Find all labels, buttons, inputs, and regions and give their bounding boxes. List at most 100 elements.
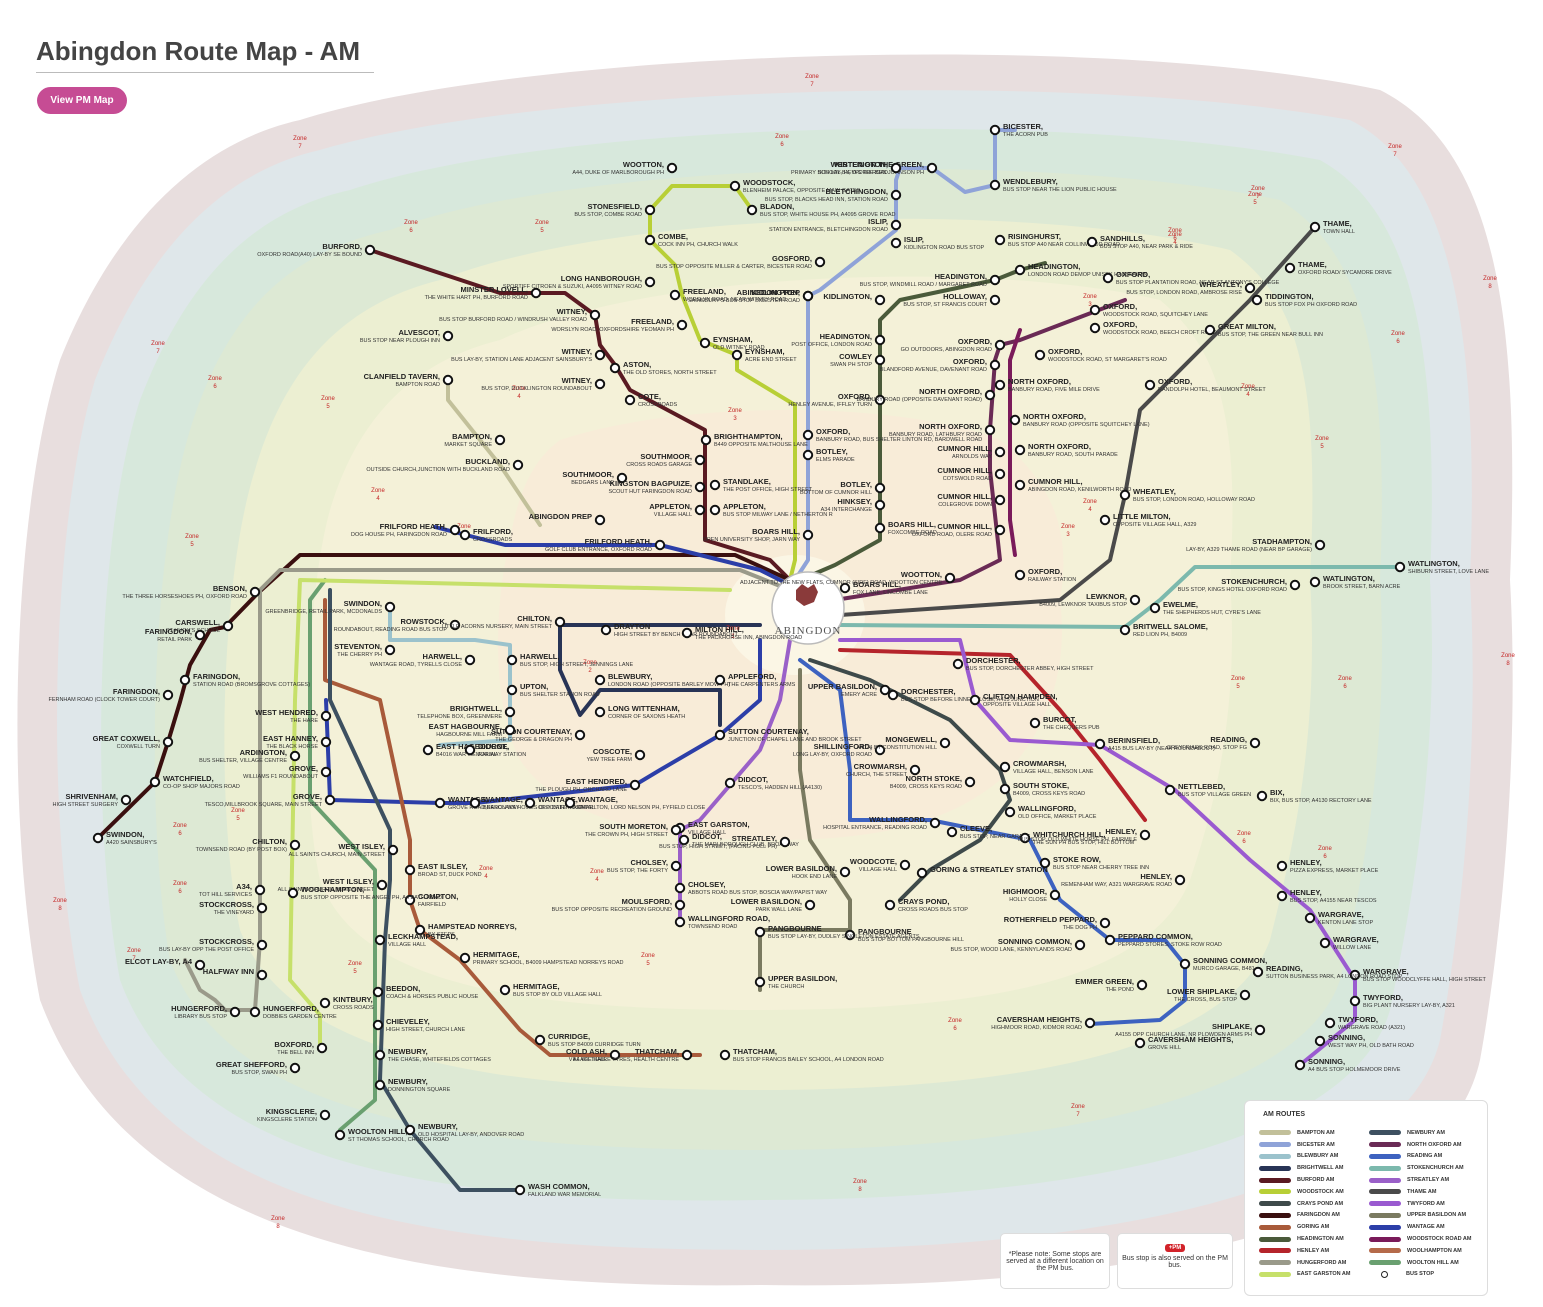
bus-stop[interactable]: HENLEY,PIZZA EXPRESS, MARKET PLACE bbox=[1276, 858, 1379, 874]
bus-stop[interactable]: CHOLSEY,BUS STOP, THE FORTY bbox=[607, 858, 682, 874]
bus-stop[interactable]: FRILFORD HEATH,GOLF CLUB ENTRANCE, OXFOR… bbox=[545, 537, 666, 553]
bus-stop[interactable]: LEWKNOR,B4009, LEWKNOR TAXIBUS STOP bbox=[1039, 592, 1141, 608]
bus-stop-marker[interactable] bbox=[554, 616, 566, 628]
bus-stop[interactable]: HEADINGTON,LONDON ROAD DEMOP UNISEX HAIR… bbox=[1014, 262, 1148, 278]
bus-stop[interactable]: SHILLINGFORD,LONG LAY-BY, OXFORD ROAD bbox=[793, 742, 886, 758]
bus-stop-marker[interactable] bbox=[714, 674, 726, 686]
bus-stop[interactable]: BURFORD,OXFORD ROAD(A40) LAY-BY SE BOUND bbox=[257, 242, 376, 258]
bus-stop-marker[interactable] bbox=[316, 1042, 328, 1054]
bus-stop-marker[interactable] bbox=[944, 572, 956, 584]
bus-stop[interactable]: NORTH STOKE,B4009, CROSS KEYS ROAD bbox=[890, 774, 976, 790]
bus-stop-marker[interactable] bbox=[600, 624, 612, 636]
bus-stop-marker[interactable] bbox=[874, 499, 886, 511]
bus-stop[interactable]: WARGRAVE,KENTON LANE STOP bbox=[1304, 910, 1374, 926]
bus-stop-marker[interactable] bbox=[459, 529, 471, 541]
bus-stops[interactable]: BICESTER,THE ACORN PUB WESTEN ON THE GREE… bbox=[48, 122, 1489, 1198]
bus-stop[interactable]: FARINGDON,STATION ROAD (BROMSGROVE COTTA… bbox=[179, 672, 310, 688]
bus-stop[interactable]: CLEEVE,BUS STOP, NEAR GARAGE bbox=[946, 824, 1031, 840]
bus-stop-marker[interactable] bbox=[404, 864, 416, 876]
bus-stop-marker[interactable] bbox=[1284, 262, 1296, 274]
bus-stop[interactable]: CUMNOR HILL,ABINGDON ROAD, KENILWORTH RO… bbox=[1014, 477, 1132, 493]
bus-stop[interactable]: WASH COMMON,FALKLAND WAR MEMORIAL bbox=[514, 1182, 601, 1198]
bus-stop[interactable]: OXFORD,HENLEY AVENUE, IFFLEY TURN bbox=[788, 392, 886, 408]
bus-stop[interactable]: LOWER BASILDON,PARK WALL LANE bbox=[731, 897, 816, 913]
bus-stop[interactable]: HUNGERFORD,DOBBIES GARDEN CENTRE bbox=[249, 1004, 337, 1020]
bus-stop[interactable]: A34,TOT HILL SERVICES bbox=[199, 882, 266, 898]
bus-stop[interactable]: NETTLEBED,BUS STOP VILLAGE GREEN bbox=[1164, 782, 1251, 798]
bus-stop[interactable]: KINTBURY,CROSS ROADS bbox=[319, 995, 374, 1011]
bus-stop-marker[interactable] bbox=[989, 274, 1001, 286]
bus-stop[interactable]: FREELAND,WORSLYN ROAD, OXFORDSHIRE YEOMA… bbox=[551, 317, 688, 333]
bus-stop-marker[interactable] bbox=[1256, 790, 1268, 802]
bus-stop-marker[interactable] bbox=[289, 839, 301, 851]
bus-stop-marker[interactable] bbox=[674, 899, 686, 911]
bus-stop[interactable]: WATCHFIELD,CO-OP SHOP MAJORS ROAD bbox=[149, 774, 240, 790]
bus-stop[interactable]: WHEATLEY,BUS STOP, LONDON ROAD, HOLLOWAY… bbox=[1119, 487, 1255, 503]
bus-stop-marker[interactable] bbox=[989, 294, 1001, 306]
bus-stop[interactable]: RISINGHURST,BUS STOP A40 NEAR COLLINWOOD… bbox=[994, 232, 1120, 248]
bus-stop[interactable]: WANTAGE,GROVE ROAD,BARCLAYS HOMES OLD DA… bbox=[434, 795, 586, 811]
bus-stop-marker[interactable] bbox=[1314, 539, 1326, 551]
bus-stop-marker[interactable] bbox=[1084, 1017, 1096, 1029]
bus-stop[interactable]: SOUTHMOOR,CROSS ROADS GARAGE bbox=[626, 452, 706, 468]
bus-stop[interactable]: SOUTH MORETON,THE CROWN PH, HIGH STREET bbox=[585, 822, 682, 838]
bus-stop[interactable]: GREAT COXWELL,COXWELL TURN bbox=[93, 734, 174, 750]
bus-stop[interactable]: TIDDINGTON,BUS STOP FOX PH OXFORD ROAD bbox=[1251, 292, 1357, 308]
bus-stop-marker[interactable] bbox=[494, 434, 506, 446]
bus-stop[interactable]: CUMNOR HILL,COLEGROVE DOWN bbox=[937, 492, 1006, 508]
bus-stop[interactable]: BRIGHTWELL,TELEPHONE BOX, GREENMERE bbox=[417, 704, 516, 720]
bus-stop-marker[interactable] bbox=[890, 237, 902, 249]
bus-stop[interactable]: HARWELL,BUS STOP, HIGH STREET, JENNINGS … bbox=[506, 652, 634, 668]
bus-stop[interactable]: NEWBURY,OLD HOSPITAL LAY-BY, ANDOVER ROA… bbox=[404, 1122, 524, 1138]
bus-stop-marker[interactable] bbox=[287, 887, 299, 899]
bus-stop-marker[interactable] bbox=[899, 859, 911, 871]
bus-stop[interactable]: BICESTER,THE ACORN PUB bbox=[989, 122, 1048, 138]
bus-stop-marker[interactable] bbox=[404, 1124, 416, 1136]
bus-stop[interactable]: OXFORD,WOODSTOCK ROAD, ST MARGARET'S ROA… bbox=[1034, 347, 1167, 363]
bus-stop[interactable]: HARWELL,WANTAGE ROAD, TYRELLS CLOSE bbox=[370, 652, 476, 668]
bus-stop[interactable]: LITTLE MILTON,OPPOSITE VILLAGE HALL, A32… bbox=[1099, 512, 1197, 528]
bus-stop[interactable]: STOCKCROSS,THE VINEYARD bbox=[199, 900, 268, 916]
bus-stop[interactable]: WEST ISLEY,ALL SAINTS CHURCH, MAIN STREE… bbox=[289, 842, 399, 858]
bus-stop-marker[interactable] bbox=[589, 309, 601, 321]
bus-stop-marker[interactable] bbox=[1014, 444, 1026, 456]
bus-stop[interactable]: WITNEY,BUS LAY-BY, STATION LANE ADJACENT… bbox=[451, 347, 606, 363]
bus-stop-marker[interactable] bbox=[1134, 1037, 1146, 1049]
bus-stop[interactable]: EAST ILSLEY,BROAD ST, DUCK POND bbox=[404, 862, 482, 878]
bus-stop[interactable]: WESTEN ON THE GREEN,BUS LAY-BY, O/S THE … bbox=[818, 160, 938, 176]
bus-stop[interactable]: WITNEY,BUS STOP BURFORD ROAD / WINDRUSH … bbox=[439, 307, 601, 323]
bus-stop[interactable]: NEWBURY,THE CHASE, WHITEFIELDS COTTAGES bbox=[374, 1047, 491, 1063]
bus-stop[interactable]: NORTH OXFORD,BANBURY ROAD (OPPOSITE DAVE… bbox=[856, 387, 996, 403]
bus-stop[interactable]: NORTH OXFORD,BANBURY ROAD, LATHBURY ROAD bbox=[889, 422, 996, 438]
bus-stop[interactable]: NORTH OXFORD,BANBURY ROAD, FIVE MILE DRI… bbox=[994, 377, 1100, 393]
bus-stop-marker[interactable] bbox=[1324, 1017, 1336, 1029]
bus-stop[interactable]: OXFORD,WOODSTOCK ROAD, BEECH CROFT ROAD bbox=[1089, 320, 1217, 336]
bus-stop-marker[interactable] bbox=[1349, 995, 1361, 1007]
bus-stop[interactable]: COSCOTE,YEW TREE FARM bbox=[587, 747, 646, 763]
bus-stop-marker[interactable] bbox=[802, 449, 814, 461]
bus-stop-marker[interactable] bbox=[644, 204, 656, 216]
bus-stop-marker[interactable] bbox=[162, 689, 174, 701]
bus-stop-marker[interactable] bbox=[874, 334, 886, 346]
bus-stop-marker[interactable] bbox=[372, 1019, 384, 1031]
bus-stop-marker[interactable] bbox=[926, 162, 938, 174]
bus-stop[interactable]: EAST HANNEY,THE BLACK HORSE bbox=[263, 734, 332, 750]
bus-stop-marker[interactable] bbox=[1252, 966, 1264, 978]
bus-stop[interactable]: EWELME,THE SHEPHERDS HUT, CYRE'S LANE bbox=[1149, 600, 1261, 616]
bus-stop-marker[interactable] bbox=[422, 744, 434, 756]
bus-stop[interactable]: DIDCOT,TESCO'S, HADDEN HILL (A4130) bbox=[724, 775, 822, 791]
bus-stop[interactable]: UPPER BASILDON,THE CHURCH bbox=[754, 974, 837, 990]
bus-stop-marker[interactable] bbox=[1104, 934, 1116, 946]
bus-stop-marker[interactable] bbox=[754, 976, 766, 988]
bus-stop-marker[interactable] bbox=[162, 736, 174, 748]
bus-stop-marker[interactable] bbox=[989, 124, 1001, 136]
bus-stop[interactable]: CROWMARSH,CHURCH, THE STREET bbox=[846, 762, 921, 778]
bus-stop-marker[interactable] bbox=[884, 899, 896, 911]
bus-stop[interactable]: HERMITAGE,PRIMARY SCHOOL, B4009 HAMPSTEA… bbox=[459, 950, 624, 966]
bus-stop[interactable]: UPTON,BUS SHELTER STATION ROAD bbox=[506, 682, 600, 698]
bus-stop-marker[interactable] bbox=[92, 832, 104, 844]
bus-stop[interactable]: COLD ASH,VILLAGE HALL bbox=[566, 1047, 621, 1063]
bus-stop-marker[interactable] bbox=[1294, 1059, 1306, 1071]
bus-stop[interactable]: SONNING COMMON,MURCO GARAGE, B481 bbox=[1179, 956, 1267, 972]
